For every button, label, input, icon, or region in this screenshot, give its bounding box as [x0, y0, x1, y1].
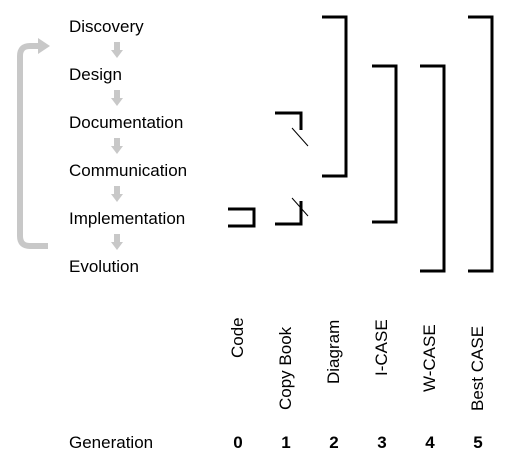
bracket-code	[228, 207, 256, 228]
bracket-copybook-documentation	[275, 111, 303, 130]
generation-number: 3	[377, 433, 387, 452]
generation-number: 2	[329, 433, 339, 452]
generation-number: 1	[281, 433, 291, 452]
column-label-diagram: Diagram	[324, 319, 343, 384]
flow-arrow	[111, 42, 123, 58]
bracket-wcase	[420, 64, 446, 273]
stage-implementation: Implementation	[69, 209, 186, 228]
feedback-loop	[17, 43, 48, 249]
stage-design: Design	[69, 65, 122, 84]
column-label-i-case: I-CASE	[372, 319, 391, 376]
column-label-copy-book: Copy Book	[276, 326, 295, 410]
bracket-diagram	[322, 15, 348, 178]
feedback-arrowhead	[38, 38, 50, 54]
flow-arrow	[111, 138, 123, 154]
flow-arrow	[111, 186, 123, 202]
bracket-bestcase	[468, 15, 494, 273]
bracket-copybook-tick	[291, 197, 309, 217]
generation-label: Generation	[69, 433, 154, 452]
flow-arrow	[111, 234, 123, 250]
column-label-best-case: Best CASE	[468, 325, 487, 411]
bracket-copybook-tick	[291, 127, 309, 147]
generation-number: 0	[233, 433, 243, 452]
generation-number: 4	[425, 433, 435, 452]
stage-documentation: Documentation	[69, 113, 184, 132]
stage-evolution: Evolution	[69, 257, 139, 276]
stage-discovery: Discovery	[69, 17, 144, 36]
stage-communication: Communication	[69, 161, 188, 180]
column-label-w-case: W-CASE	[420, 324, 439, 392]
flow-arrow	[111, 90, 123, 106]
bracket-icase	[372, 64, 398, 224]
generation-number: 5	[473, 433, 483, 452]
column-label-code: Code	[228, 317, 247, 358]
flow-arrows	[111, 42, 123, 250]
